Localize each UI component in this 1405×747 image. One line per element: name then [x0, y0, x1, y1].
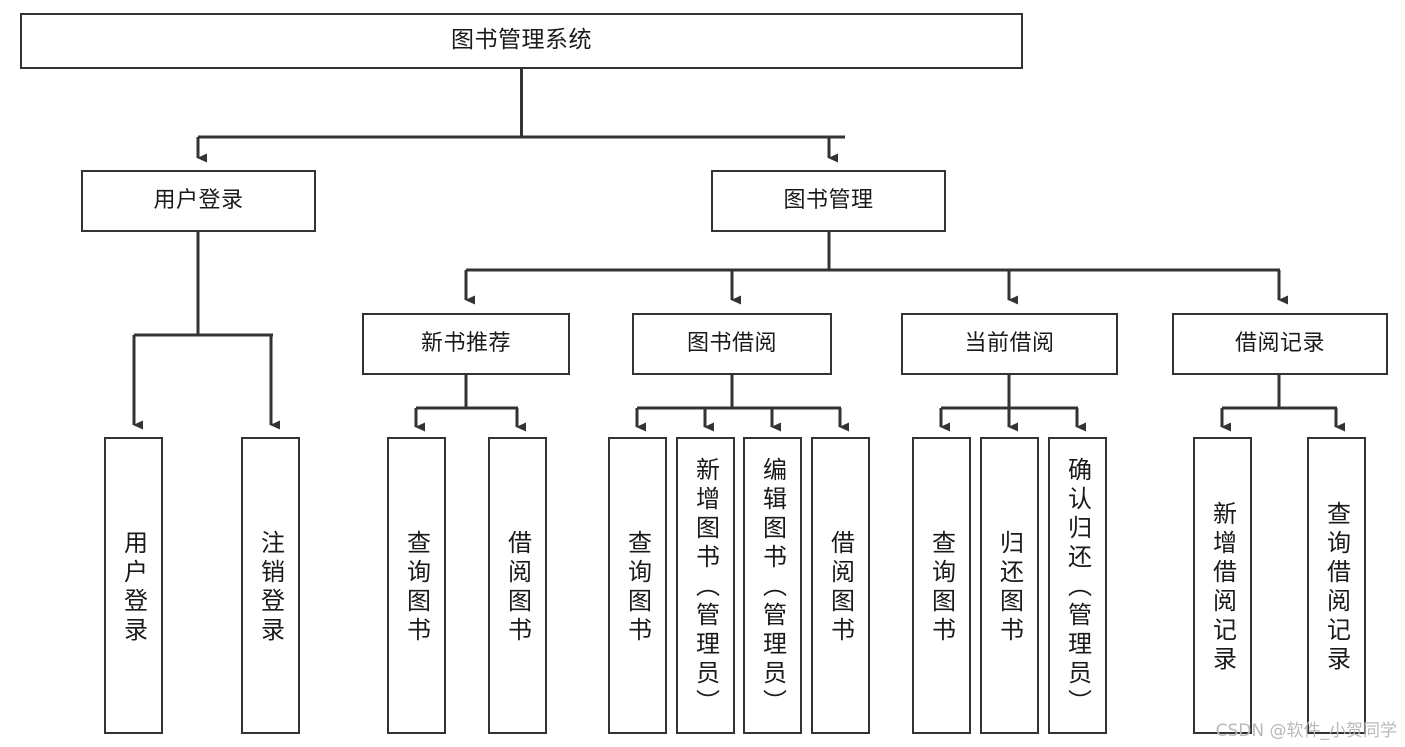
node-label: 归还图书 [995, 529, 1024, 646]
node-label: 新增图书（管理员） [691, 457, 720, 718]
node-label: 查询图书 [402, 529, 431, 646]
node-borrow-record[interactable]: 借阅记录 [1172, 313, 1388, 375]
node-label: 查询图书 [927, 529, 956, 646]
node-label: 用户登录 [153, 188, 244, 214]
node-leaf-borrow-book-2[interactable]: 借阅图书 [811, 437, 870, 734]
node-leaf-borrow-book-1[interactable]: 借阅图书 [488, 437, 547, 734]
node-leaf-confirm-return[interactable]: 确认归还（管理员） [1048, 437, 1107, 734]
node-leaf-return-book[interactable]: 归还图书 [980, 437, 1039, 734]
node-leaf-query-book-2[interactable]: 查询图书 [608, 437, 667, 734]
csdn-watermark: CSDN @软件_小贺同学 [1215, 721, 1397, 741]
node-leaf-user-login[interactable]: 用户登录 [104, 437, 163, 734]
node-leaf-query-book-1[interactable]: 查询图书 [387, 437, 446, 734]
node-current-borrow[interactable]: 当前借阅 [901, 313, 1118, 375]
node-label: 用户登录 [119, 529, 148, 646]
node-label: 图书管理 [783, 188, 874, 214]
node-leaf-add-borrow-record[interactable]: 新增借阅记录 [1193, 437, 1252, 734]
node-label: 当前借阅 [964, 331, 1055, 357]
node-leaf-query-borrow-record[interactable]: 查询借阅记录 [1307, 437, 1366, 734]
node-root-book-management-system[interactable]: 图书管理系统 [20, 13, 1023, 69]
node-label: 注销登录 [256, 529, 285, 646]
node-label: 借阅图书 [503, 529, 532, 646]
node-leaf-query-book-3[interactable]: 查询图书 [912, 437, 971, 734]
node-book-borrow[interactable]: 图书借阅 [632, 313, 832, 375]
node-label: 借阅记录 [1234, 331, 1325, 357]
node-label: 借阅图书 [826, 529, 855, 646]
node-new-book-recommend[interactable]: 新书推荐 [362, 313, 570, 375]
node-leaf-logout-login[interactable]: 注销登录 [241, 437, 300, 734]
node-leaf-add-book[interactable]: 新增图书（管理员） [676, 437, 735, 734]
node-leaf-edit-book[interactable]: 编辑图书（管理员） [743, 437, 802, 734]
node-user-login[interactable]: 用户登录 [81, 170, 316, 232]
node-book-management[interactable]: 图书管理 [711, 170, 946, 232]
node-label: 图书借阅 [686, 331, 777, 357]
node-label: 新书推荐 [420, 331, 511, 357]
node-label: 编辑图书（管理员） [758, 457, 787, 718]
node-label: 确认归还（管理员） [1063, 457, 1092, 718]
node-label: 图书管理系统 [451, 27, 592, 54]
node-label: 查询借阅记录 [1322, 500, 1351, 675]
node-label: 查询图书 [623, 529, 652, 646]
node-label: 新增借阅记录 [1208, 500, 1237, 675]
